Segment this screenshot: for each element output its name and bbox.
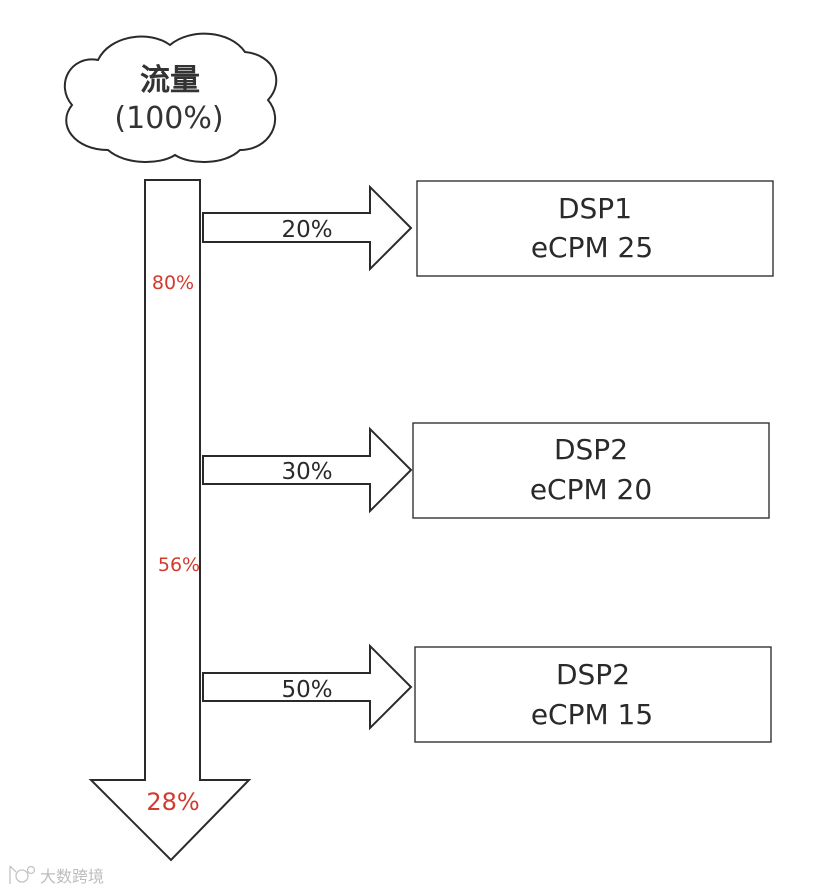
- remaining-label-2: 56%: [158, 554, 200, 576]
- dsp-name-2: DSP2: [554, 433, 628, 466]
- watermark-logo-icon: [9, 865, 36, 884]
- branch-arrow-1: [202, 184, 413, 272]
- dsp-box-1: [416, 180, 774, 277]
- dsp-box-2: [412, 422, 770, 519]
- dsp-name-3: DSP2: [556, 658, 630, 691]
- watermark: 大数跨境: [9, 865, 104, 886]
- watermark-text: 大数跨境: [40, 867, 104, 886]
- remaining-label-1: 80%: [152, 272, 194, 294]
- dsp-ecpm-2: eCPM 20: [530, 473, 652, 506]
- remaining-label-3: 28%: [146, 788, 199, 816]
- traffic-source-cloud: 流量 (100%): [63, 32, 278, 163]
- branch-2: 30% DSP2 eCPM 20: [202, 422, 770, 519]
- dsp-name-1: DSP1: [558, 192, 632, 225]
- branch-percent-3: 50%: [281, 677, 332, 703]
- dsp-ecpm-1: eCPM 25: [531, 231, 653, 264]
- main-flow-arrow: [88, 179, 252, 862]
- cloud-shape: [63, 32, 278, 163]
- branch-arrow-3: [202, 643, 413, 731]
- cloud-share: (100%): [114, 101, 223, 136]
- branch-percent-2: 30%: [281, 459, 332, 485]
- branch-1: 20% DSP1 eCPM 25: [202, 180, 774, 277]
- cloud-title: 流量: [140, 63, 200, 98]
- dsp-box-3: [414, 646, 772, 743]
- branch-percent-1: 20%: [281, 217, 332, 243]
- dsp-ecpm-3: eCPM 15: [531, 698, 653, 731]
- branch-3: 50% DSP2 eCPM 15: [202, 643, 772, 743]
- branch-arrow-2: [202, 426, 413, 514]
